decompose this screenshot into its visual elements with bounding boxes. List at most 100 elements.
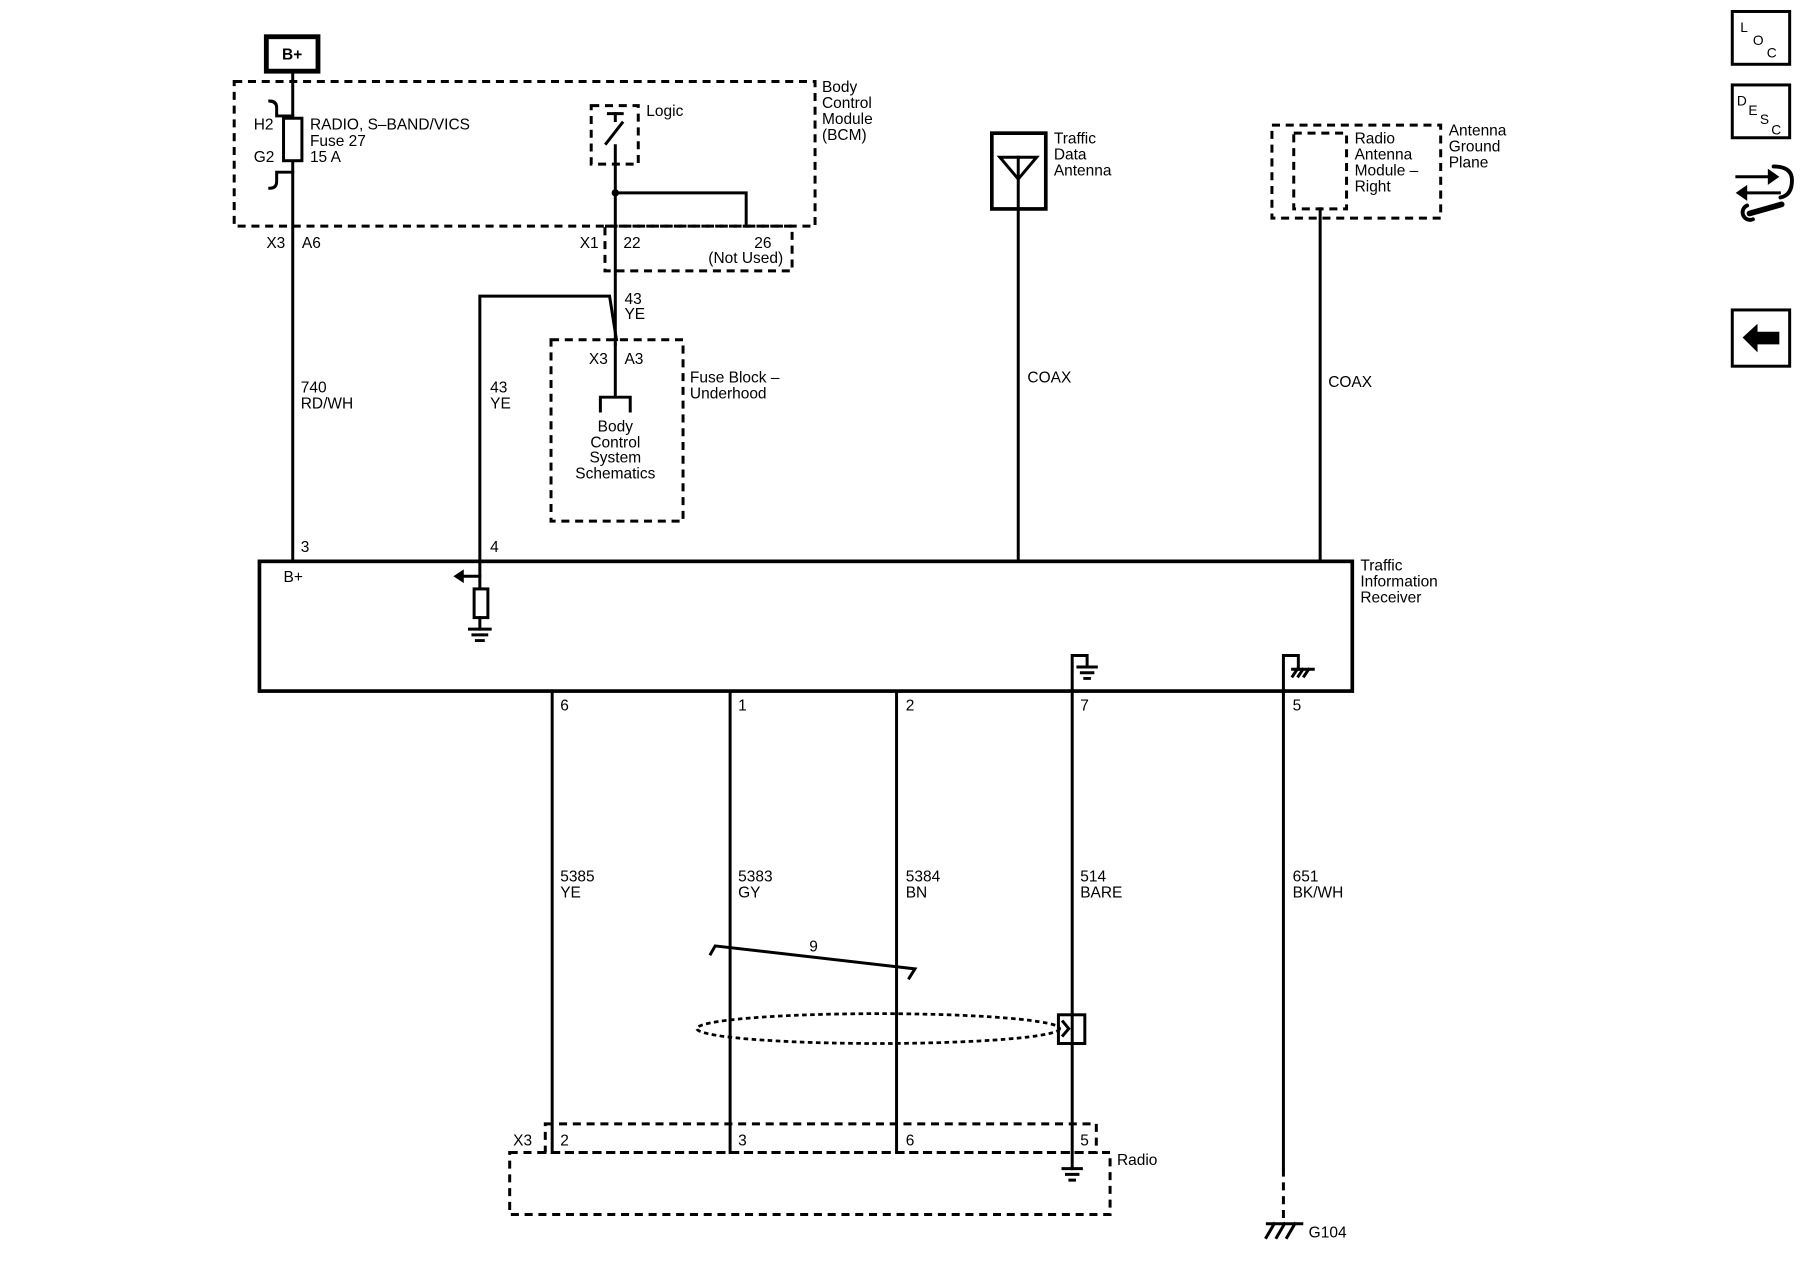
wire-color: YE <box>560 885 581 902</box>
module-cable-label: COAX <box>1328 374 1372 391</box>
wire-receiver-feed <box>478 294 619 591</box>
bcm-label: Body <box>822 79 858 96</box>
wire-circuit: 5384 <box>906 869 941 886</box>
bcm-logic-pin: 22 <box>623 235 640 252</box>
wire-power-color: RD/WH <box>301 396 353 413</box>
b-plus-label: B+ <box>282 47 302 64</box>
receiver-pin: 3 <box>301 539 310 556</box>
module-label: Module – <box>1355 163 1419 180</box>
wire-receiver-feed-circuit: 43 <box>490 380 507 397</box>
bcm-boundary <box>232 80 817 228</box>
wire-circuit: 651 <box>1293 869 1319 886</box>
receiver-pin: 6 <box>560 698 569 715</box>
back-button-frame <box>1730 308 1792 368</box>
radio-boundary <box>508 1151 1112 1217</box>
pull-down-resistor <box>472 587 490 620</box>
bcm: Body Control Module (BCM) H2 G2 RADIO, S… <box>232 79 873 346</box>
traffic-information-receiver: Traffic Information Receiver B+ 3 4 6 1 … <box>257 539 1438 715</box>
antenna-ground-plane-boundary <box>1270 123 1443 220</box>
radio-ground-icon <box>1061 1167 1083 1182</box>
receiver-pin: 2 <box>906 698 915 715</box>
wire-receiver-feed-color: YE <box>490 396 511 413</box>
wire-circuit: 514 <box>1080 869 1106 886</box>
signal-ground-icon <box>468 627 492 643</box>
antenna-label: Antenna <box>1054 163 1112 180</box>
receiver-label: Information <box>1360 574 1437 591</box>
fuse-label: 15 A <box>310 149 342 166</box>
bcm-label: Module <box>822 111 873 128</box>
fuse-label: RADIO, S–BAND/VICS <box>310 117 470 134</box>
twisted-pair-marker <box>708 944 918 981</box>
radio: X3 2 3 6 5 Radio <box>508 1122 1157 1217</box>
internal-ground-lead <box>1070 653 1089 693</box>
fuse-input-connector: H2 <box>254 117 274 134</box>
radio-pin: 2 <box>560 1133 569 1150</box>
fuse-output-connector: G2 <box>254 149 275 166</box>
chassis-ground-icon <box>1264 1221 1304 1240</box>
arrow-right-head <box>1767 168 1780 185</box>
wire-color: BN <box>906 885 928 902</box>
back-button[interactable] <box>1730 308 1792 368</box>
cable-shield <box>695 1012 1061 1045</box>
receiver-box <box>257 559 1355 693</box>
bcm-output-connector: X3 <box>266 235 285 252</box>
receiver-pin: 1 <box>738 698 747 715</box>
loc-letter: L <box>1740 20 1748 35</box>
loc-letter: C <box>1767 45 1777 60</box>
receiver-label: Receiver <box>1360 590 1421 607</box>
wire-circuit: 5385 <box>560 869 594 886</box>
fuse-block-underhood: X3 A3 Fuse Block – Underhood Body Contro… <box>549 338 780 523</box>
receiver-to-radio-wires: 5385 YE 5383 GY 5384 BN 514 BARE 651 BK/… <box>550 689 1344 1224</box>
x1-connector-boundary <box>603 224 794 273</box>
bcm-unused-note: (Not Used) <box>708 250 783 267</box>
signal-ground-icon <box>1076 665 1098 680</box>
fuse-block-reference: Schematics <box>575 466 655 483</box>
module-label: Antenna <box>1355 147 1413 164</box>
hook-shape <box>1771 164 1794 200</box>
radio-connector-boundary <box>543 1122 1098 1155</box>
loc-button[interactable]: L O C <box>1730 9 1792 66</box>
radio-connector: X3 <box>513 1133 532 1150</box>
ground-g104: G104 <box>1264 1221 1347 1242</box>
receiver-pin: 4 <box>490 539 499 556</box>
desc-letter: S <box>1760 112 1769 127</box>
desc-button[interactable]: D E S C <box>1730 83 1792 140</box>
input-arrow-head <box>453 569 464 584</box>
wire-color: BK/WH <box>1293 885 1344 902</box>
wire-circuit: 5383 <box>738 869 772 886</box>
desc-letter: E <box>1748 103 1757 118</box>
twisted-pair-label: 9 <box>809 939 818 956</box>
ground-label: G104 <box>1309 1225 1347 1242</box>
antenna-label: Traffic <box>1054 130 1096 147</box>
wire-power-circuit: 740 <box>301 380 327 397</box>
desc-letter: C <box>1771 122 1781 137</box>
receiver-b-plus-label: B+ <box>284 569 303 586</box>
fuse-block-terminal <box>598 342 632 413</box>
connector-wrench-icon[interactable] <box>1735 164 1794 222</box>
back-arrow-icon <box>1742 323 1780 353</box>
loc-letter: O <box>1753 33 1764 48</box>
fuse-block-connector: X3 <box>589 351 608 368</box>
antenna-icon <box>996 155 1040 182</box>
fuse-block-pin: A3 <box>624 351 643 368</box>
fuse-label: Fuse 27 <box>310 133 366 150</box>
loc-button-frame <box>1730 9 1792 66</box>
receiver-label: Traffic <box>1360 558 1402 575</box>
bcm-label: (BCM) <box>822 127 867 144</box>
fuse-27 <box>282 116 304 163</box>
radio-pin: 3 <box>738 1133 747 1150</box>
wrench-jaw <box>1740 203 1755 222</box>
wire-logic-circuit: 43 <box>624 291 641 308</box>
radio-antenna-module: Radio Antenna Module – Right Antenna Gro… <box>1270 122 1507 563</box>
internal-chassis-lead <box>1281 653 1300 693</box>
arrow-left-head <box>1735 184 1748 201</box>
bcm-unused-pin: 26 <box>754 235 771 252</box>
wrench-handle <box>1746 201 1785 217</box>
wire-unused-pin <box>613 191 748 228</box>
wire-logic-color: YE <box>624 306 645 323</box>
receiver-pin: 7 <box>1080 698 1089 715</box>
b-plus-box <box>263 34 321 74</box>
radio-pin: 5 <box>1080 1133 1089 1150</box>
fuse-input-terminal <box>268 99 295 118</box>
ground-plane-label: Antenna <box>1449 122 1507 139</box>
